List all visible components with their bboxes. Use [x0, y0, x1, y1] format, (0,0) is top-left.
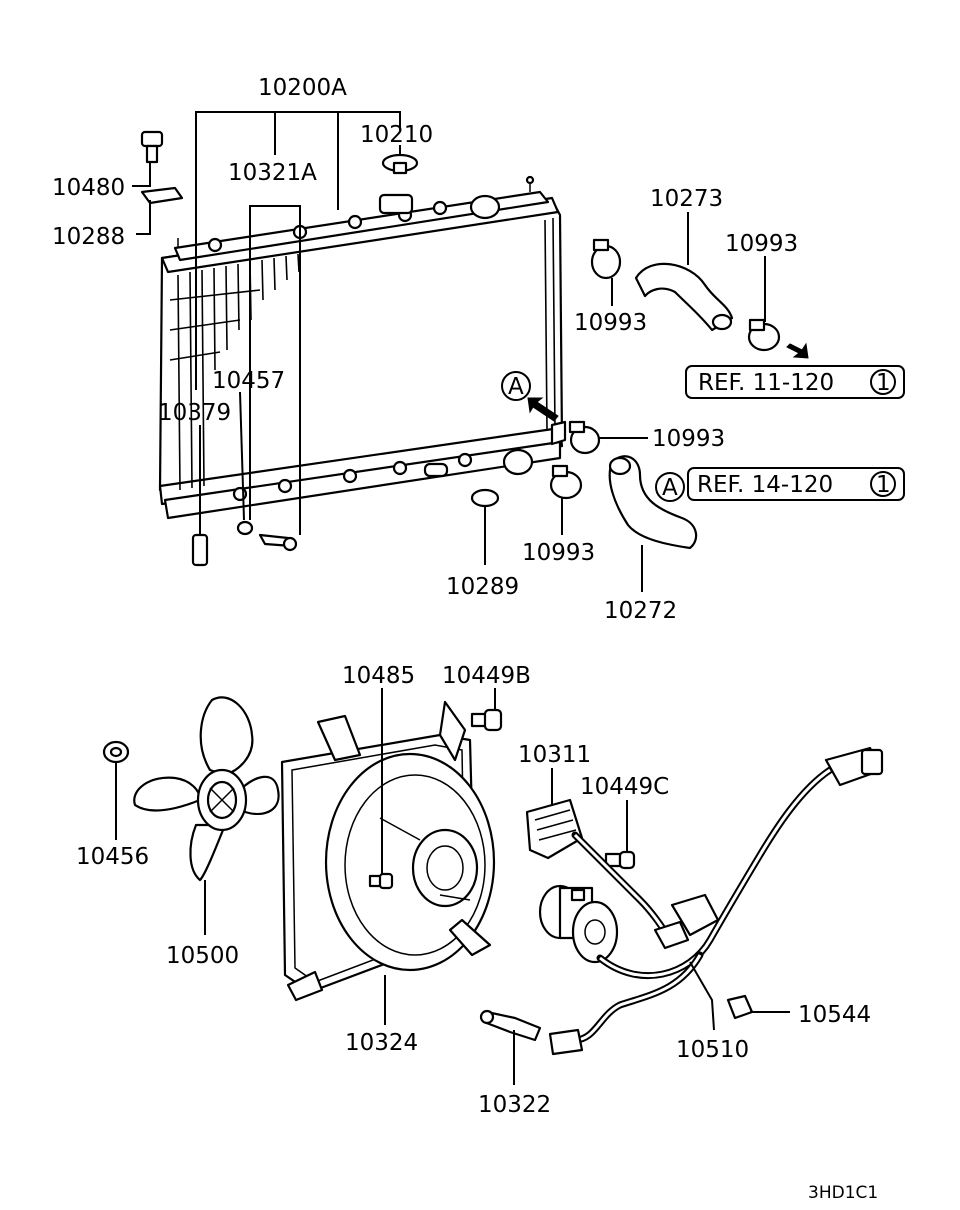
bracket-10288: [140, 186, 184, 205]
label-10311: 10311: [518, 742, 591, 768]
ref-box-upper: [685, 365, 905, 399]
bolt-10449C: [604, 850, 636, 870]
label-10324: 10324: [345, 1030, 418, 1056]
lower-hose-10272: [608, 455, 698, 550]
radiator-assembly: [158, 175, 567, 520]
fan-motor: [538, 884, 619, 964]
label-10993-top-left: 10993: [574, 310, 647, 336]
label-10510: 10510: [676, 1037, 749, 1063]
part-labels: 10200A 10210 10321A 10480 10288 10273 10…: [52, 75, 871, 1118]
label-10993-top-right: 10993: [725, 231, 798, 257]
thermo-sensor-10322: [479, 1009, 542, 1042]
bolt-10480: [140, 130, 164, 164]
connector-10311: [525, 798, 584, 860]
wiring-harness-10510: [548, 746, 884, 1056]
ref-lower-circle-number: 1: [876, 472, 891, 498]
marker-a-lower: A: [655, 472, 685, 502]
label-10480: 10480: [52, 175, 125, 201]
label-10210: 10210: [360, 122, 433, 148]
label-10500: 10500: [166, 943, 239, 969]
fan-shroud-10324: [280, 700, 496, 1002]
hose-clamp-low: [549, 464, 583, 500]
screw-10485: [368, 872, 394, 890]
label-10200A: 10200A: [258, 75, 347, 101]
ref-upper-circle-number: 1: [876, 370, 891, 396]
arrow-to-a-icon: [527, 397, 559, 422]
ref-upper-text: REF. 11-120: [698, 370, 834, 396]
label-10321A: 10321A: [228, 160, 317, 186]
label-10289: 10289: [446, 574, 519, 600]
hose-clamp-top-right: [747, 318, 781, 352]
marker-a-upper: A: [501, 371, 531, 401]
label-10449B: 10449B: [442, 663, 531, 689]
arrow-ref-11-icon: [786, 342, 809, 359]
label-10322: 10322: [478, 1092, 551, 1118]
ref-lower-text: REF. 14-120: [697, 472, 833, 498]
drain-plug-10379: [191, 533, 209, 567]
label-10379: 10379: [158, 400, 231, 426]
marker-a-upper-text: A: [508, 374, 524, 400]
bolt-10449B: [470, 708, 503, 732]
hose-clamp-top-left: [590, 238, 622, 280]
diagram-code: 3HD1C1: [808, 1183, 878, 1203]
label-10457: 10457: [212, 368, 285, 394]
insulator-10457: [236, 520, 298, 552]
radiator-cap: [381, 153, 419, 175]
label-10288: 10288: [52, 224, 125, 250]
fan-blade-10500: [133, 696, 280, 882]
label-10993-mid: 10993: [652, 426, 725, 452]
ref-box-lower: [687, 467, 905, 501]
upper-hose-10273: [634, 262, 734, 332]
nut-10456: [102, 740, 130, 764]
label-10544: 10544: [798, 1002, 871, 1028]
reference-lower: REF. 14-120 1: [687, 467, 905, 501]
leader-lines: [115, 111, 790, 1085]
marker-a-lower-text: A: [662, 475, 678, 501]
reference-upper: REF. 11-120 1: [685, 365, 905, 399]
label-10485: 10485: [342, 663, 415, 689]
label-10456: 10456: [76, 844, 149, 870]
grommet-10289: [470, 488, 500, 508]
label-10273: 10273: [650, 186, 723, 212]
clip-10544: [726, 994, 754, 1020]
label-10449C: 10449C: [580, 774, 669, 800]
hose-clamp-mid: [568, 420, 601, 455]
label-10272: 10272: [604, 598, 677, 624]
label-10993-low: 10993: [522, 540, 595, 566]
